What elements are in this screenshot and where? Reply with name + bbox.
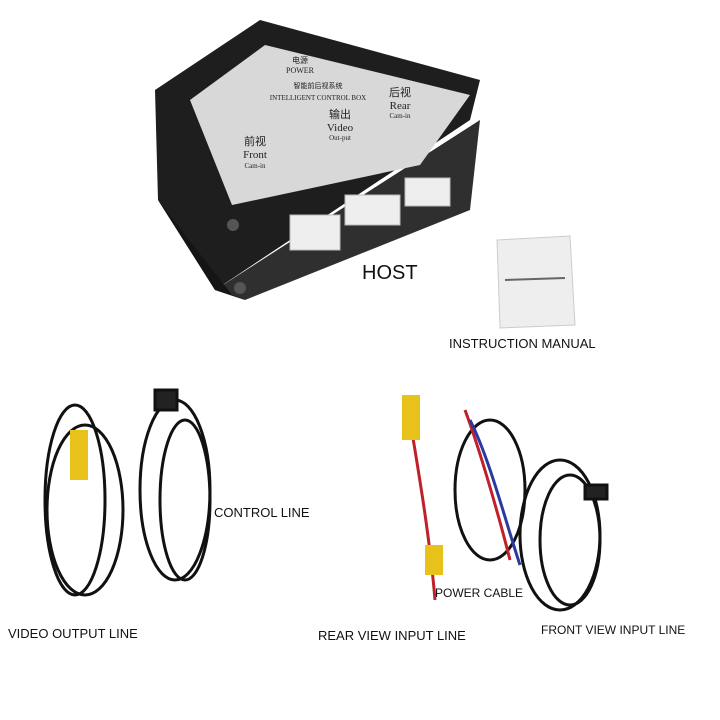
rear-view-input-line-label: REAR VIEW INPUT LINE xyxy=(318,628,466,643)
connector-front xyxy=(289,214,341,251)
sticker xyxy=(190,45,470,205)
svg-text:电源: 电源 xyxy=(292,55,308,65)
video-output-line xyxy=(43,403,125,597)
front-view-input-line-label: FRONT VIEW INPUT LINE xyxy=(541,623,686,637)
video-output-line-label: VIDEO OUTPUT LINE xyxy=(8,626,138,641)
svg-text:Cam-in: Cam-in xyxy=(390,112,411,120)
svg-text:Video: Video xyxy=(327,122,354,134)
svg-text:输出: 输出 xyxy=(329,107,351,121)
svg-text:Cam-in: Cam-in xyxy=(245,162,266,170)
host-label: HOST xyxy=(362,262,418,284)
svg-text:前视: 前视 xyxy=(244,134,266,148)
power-cable-label: POWER CABLE xyxy=(435,586,524,600)
manual-label: INSTRUCTION MANUAL xyxy=(449,336,596,351)
svg-text:Rear: Rear xyxy=(390,100,411,112)
svg-text:INTELLIGENT CONTROL BOX: INTELLIGENT CONTROL BOX xyxy=(270,94,366,102)
host-box: 电源 POWER 智能前后视系统 INTELLIGENT CONTROL BOX… xyxy=(155,20,480,300)
connector-video xyxy=(344,194,401,226)
svg-text:Out-put: Out-put xyxy=(329,134,351,142)
svg-text:后视: 后视 xyxy=(389,85,411,99)
svg-text:智能前后视系统: 智能前后视系统 xyxy=(294,81,343,90)
control-line xyxy=(138,388,212,582)
control-line-label: CONTROL LINE xyxy=(214,505,310,520)
svg-text:POWER: POWER xyxy=(286,66,315,75)
connector-rear xyxy=(404,177,451,207)
instruction-manual xyxy=(496,235,576,329)
power-cable xyxy=(402,395,527,601)
front-view-input-line xyxy=(518,458,609,612)
svg-text:Front: Front xyxy=(243,149,267,161)
